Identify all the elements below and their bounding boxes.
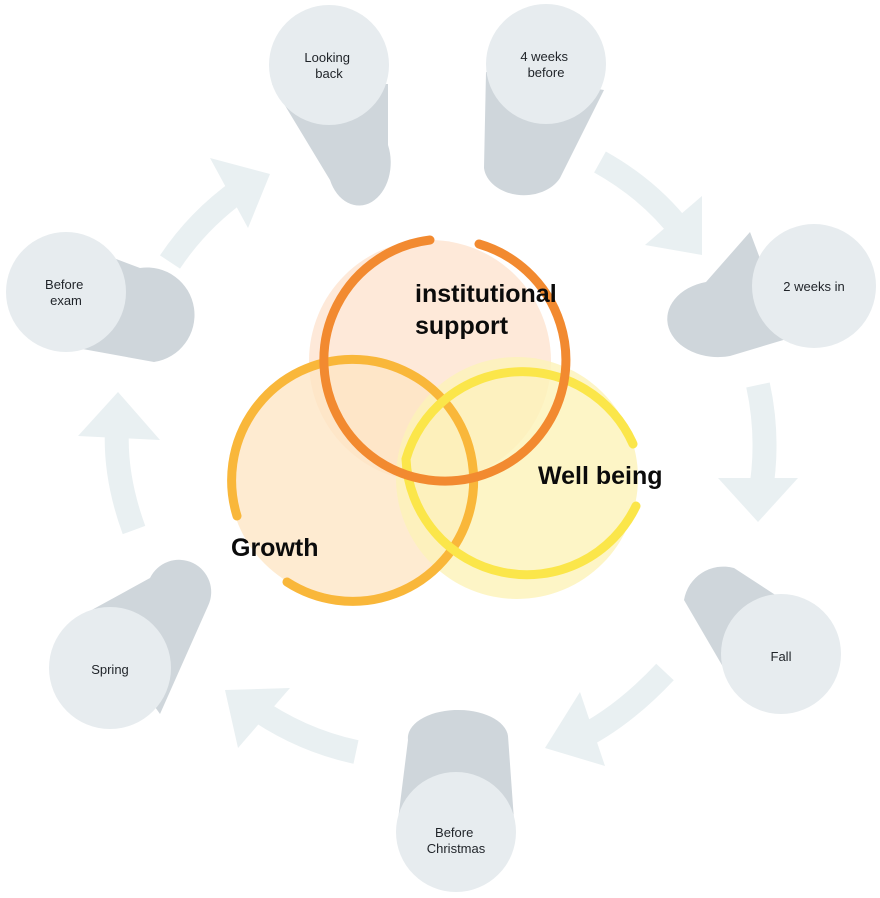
venn-fill-growth — [229, 357, 471, 599]
stage-label-2-weeks-in: 2 weeks in — [783, 279, 844, 294]
arrow-to-spring — [225, 688, 359, 764]
venn-label-institutional-support: institutional support — [415, 280, 564, 340]
venn-label-well-being: Well being — [538, 462, 663, 490]
stage-label-fall: Fall — [771, 649, 792, 664]
stage-node-before-christmas: Before Christmas — [396, 709, 516, 892]
stage-label-before-christmas: Before Christmas — [427, 825, 486, 856]
stage-node-4-weeks-before: 4 weeks before — [484, 4, 606, 196]
stage-node-looking-back: Looking back — [269, 5, 391, 206]
stage-label-4-weeks-before: 4 weeks before — [520, 49, 571, 80]
venn-diagram: institutional support Well being Growth — [227, 235, 663, 606]
arrow-to-looking-back — [160, 158, 270, 269]
venn-label-growth: Growth — [231, 534, 319, 562]
arrow-to-before-christmas — [545, 663, 674, 766]
arrow-to-fall — [718, 382, 798, 522]
cycle-arrows — [78, 151, 798, 766]
stage-node-fall: Fall — [684, 566, 841, 714]
stage-node-2-weeks-in: 2 weeks in — [667, 224, 876, 358]
stage-node-before-exam: Before exam — [6, 232, 195, 362]
stage-nodes: Looking back 4 weeks before 2 weeks in F… — [6, 4, 876, 892]
stage-node-spring: Spring — [49, 559, 212, 729]
stage-label-before-exam: Before exam — [45, 277, 87, 308]
arrow-to-2-weeks-in — [594, 151, 702, 255]
stage-label-looking-back: Looking back — [304, 50, 353, 81]
venn-ring-growth — [227, 354, 479, 606]
venn-ring-institutional-support — [319, 235, 571, 486]
stage-label-spring: Spring — [91, 662, 129, 677]
arrow-to-before-exam — [78, 392, 160, 535]
